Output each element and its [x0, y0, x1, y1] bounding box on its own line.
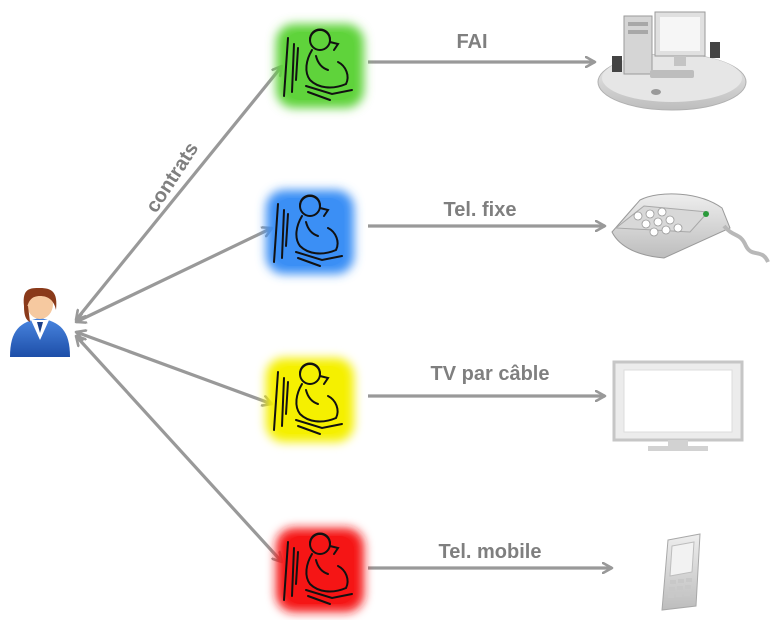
- contract-arrows: [76, 66, 282, 562]
- service-label-fixe: Tel. fixe: [444, 199, 517, 221]
- desk-phone-icon: [611, 193, 770, 263]
- operator-icon-fixe: [266, 190, 354, 274]
- desktop-computer-icon: [597, 11, 747, 111]
- arrow-user-mobile: [76, 336, 282, 562]
- service-label-mobile: Tel. mobile: [439, 541, 542, 563]
- arrow-user-fai: [76, 66, 282, 320]
- tv-screen-icon: [612, 360, 744, 451]
- user-avatar-icon: [10, 288, 70, 357]
- service-label-fai: FAI: [456, 31, 487, 53]
- contracts-label: contrats: [142, 139, 203, 217]
- service-arrows: [368, 62, 612, 568]
- mobile-phone-icon: [661, 533, 701, 611]
- operator-icon-fai: [276, 24, 364, 108]
- operator-icon-mobile: [276, 528, 364, 612]
- operator-icon-cable: [266, 358, 354, 442]
- service-label-cable: TV par câble: [431, 363, 550, 385]
- arrow-user-fixe: [76, 228, 272, 322]
